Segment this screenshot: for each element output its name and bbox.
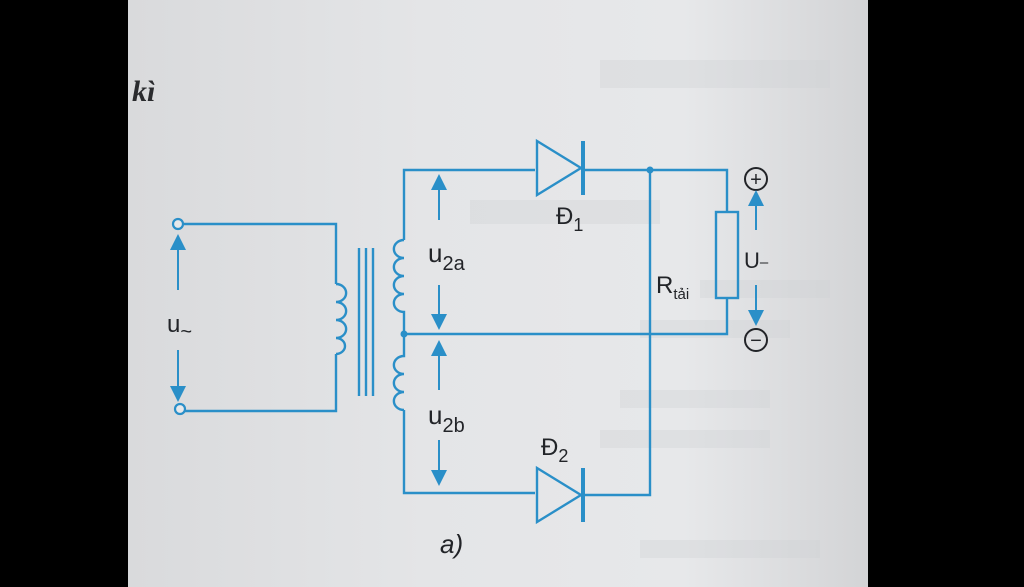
d2-output-wire — [583, 170, 652, 497]
output-node — [646, 166, 654, 174]
d1-output-wire — [583, 168, 729, 212]
label-d1: Đ1 — [556, 203, 583, 235]
figure-caption: a) — [440, 529, 463, 559]
input-terminal-bottom — [173, 402, 187, 416]
load-resistor — [714, 210, 740, 300]
label-u-out: U– — [744, 248, 769, 273]
secondary-coil-b — [392, 334, 406, 412]
textbook-page — [128, 0, 868, 587]
secondary-bottom-wire — [402, 410, 535, 495]
label-u2a: u2a — [428, 238, 466, 275]
secondary-coil-a — [392, 238, 406, 334]
transformer-core — [357, 248, 375, 396]
page-heading: kì — [132, 75, 155, 108]
voltage-arrows — [170, 174, 764, 486]
primary-wire-bottom — [185, 354, 338, 413]
plus-terminal: + — [744, 167, 768, 191]
center-tap-wire — [404, 298, 729, 336]
secondary-circuit — [392, 168, 729, 495]
bleed-through-text — [470, 60, 830, 558]
circuit-labels: u~ u2a u2b Đ1 Đ2 Rtải U– a) — [167, 203, 769, 559]
primary-circuit — [171, 217, 348, 416]
label-u2b: u2b — [428, 400, 465, 437]
primary-wire-top — [183, 222, 338, 284]
secondary-top-wire — [402, 168, 535, 240]
minus-terminal: − — [744, 328, 768, 352]
label-u-in: u~ — [167, 311, 192, 343]
input-terminal-top — [171, 217, 185, 231]
minus-sign: − — [750, 330, 762, 352]
output-circuit — [583, 166, 740, 497]
label-r-load: Rtải — [656, 272, 689, 303]
plus-sign: + — [750, 169, 762, 191]
diode-d1 — [535, 138, 585, 198]
diode-d2 — [535, 465, 585, 525]
label-d2: Đ2 — [541, 434, 568, 466]
primary-coil — [335, 282, 348, 356]
